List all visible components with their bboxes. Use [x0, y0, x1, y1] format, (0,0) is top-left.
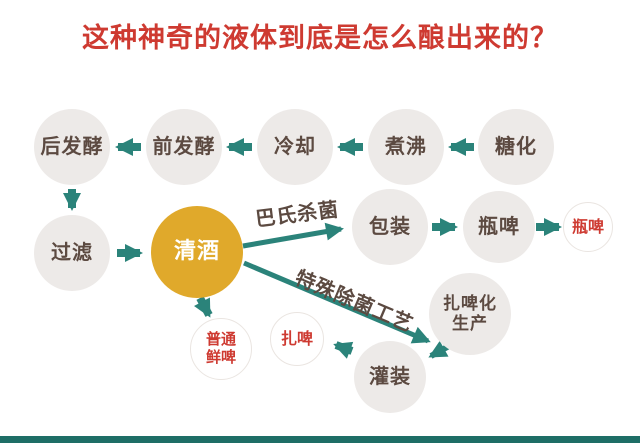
node-label: 清酒: [173, 239, 220, 265]
node-label: 瓶啤: [571, 216, 604, 236]
node-saccharification: 糖化: [478, 109, 554, 185]
node-label-line1: 普通: [205, 330, 236, 349]
node-label-line1: 扎啤化: [443, 293, 497, 314]
node-filtration: 过滤: [34, 215, 110, 291]
arrow-clear-beer-to-fresh-beer: [194, 296, 213, 318]
node-label: 瓶啤: [478, 214, 520, 239]
arrow-clear-beer-to-packaging: [242, 222, 344, 249]
node-pre-fermentation: 前发酵: [146, 109, 222, 185]
node-label: 扎啤: [280, 328, 313, 348]
node-label: 包装: [369, 214, 411, 239]
footer-bar: [0, 436, 640, 443]
node-label: 煮沸: [385, 134, 427, 159]
page-title: 这种神奇的液体到底是怎么酿出来的？: [82, 23, 558, 54]
node-label-line2: 鲜啤: [205, 348, 236, 366]
node-label: 普通 鲜啤: [206, 331, 236, 366]
arrow-clear-beer-to-draft-production: [243, 260, 431, 344]
node-boiling: 煮沸: [368, 109, 444, 185]
arrow-filling-to-draft-beer: [333, 341, 354, 359]
node-label: 前发酵: [152, 134, 216, 159]
node-cooling: 冷却: [257, 109, 333, 185]
node-label: 后发酵: [40, 134, 104, 159]
node-clear-beer: 清酒: [151, 206, 243, 298]
node-draft-beer-output: 扎啤: [270, 312, 324, 366]
node-bottled-beer-output: 瓶啤: [563, 202, 613, 252]
node-label: 糖化: [495, 134, 537, 159]
node-label: 灌装: [369, 364, 411, 389]
node-draft-production: 扎啤化 生产: [429, 273, 511, 355]
node-label: 扎啤化 生产: [443, 294, 497, 334]
node-label: 冷却: [274, 134, 316, 159]
node-post-fermentation: 后发酵: [34, 109, 110, 185]
node-label: 过滤: [51, 240, 93, 265]
node-packaging: 包装: [352, 189, 428, 265]
node-bottled-beer: 瓶啤: [463, 191, 535, 263]
node-fresh-beer-output: 普通 鲜啤: [190, 318, 252, 380]
node-label-line2: 生产: [452, 314, 488, 334]
node-filling: 灌装: [354, 341, 426, 413]
